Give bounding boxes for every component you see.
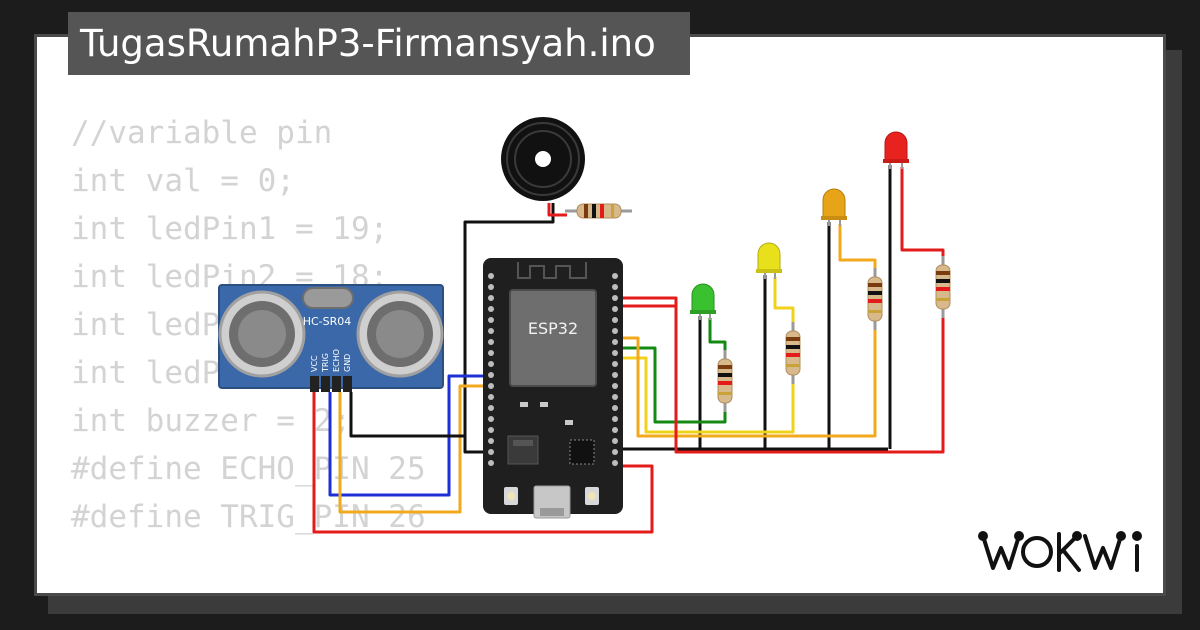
- wires: [312, 165, 945, 534]
- code-line: #define TRIG_PIN 26: [71, 499, 426, 535]
- code-line: int ledPin1 = 19;: [71, 211, 389, 247]
- buzzer[interactable]: [501, 117, 585, 201]
- code-line: //variable pin: [71, 115, 333, 151]
- pin-label-vcc: VCC: [310, 355, 319, 372]
- ultrasonic-transducer-right: [356, 290, 444, 378]
- project-title[interactable]: TugasRumahP3-Firmansyah.ino: [68, 12, 690, 75]
- resistor-yellow[interactable]: [785, 322, 801, 384]
- resistor-red[interactable]: [935, 256, 951, 318]
- wokwi-logo: [978, 531, 1142, 572]
- led-yellow[interactable]: [756, 242, 782, 279]
- ultrasonic-sensor[interactable]: HC-SR04 VCC TRIG ECHO GND: [218, 284, 444, 392]
- esp32-board[interactable]: ESP32: [483, 258, 623, 519]
- pin-label-echo: ECHO: [332, 349, 341, 372]
- ultrasonic-label: HC-SR04: [303, 315, 352, 328]
- pin-label-trig: TRIG: [321, 353, 330, 373]
- wire-led-red-anode: [900, 167, 945, 260]
- wire-res-red: [617, 296, 945, 454]
- esp32-pins: [488, 273, 618, 466]
- wire-hc-trig-blue: [328, 374, 495, 497]
- led-red[interactable]: [883, 131, 909, 169]
- led-green[interactable]: [690, 283, 716, 320]
- code-line: int buzzer = 2;: [71, 403, 351, 439]
- resistor-green[interactable]: [717, 350, 733, 412]
- wire-hc-echo-orange: [338, 384, 495, 514]
- wire-res-orange: [617, 325, 877, 438]
- wire-hc-gnd-black: [349, 392, 465, 438]
- wire-buzzer-red: [547, 203, 567, 217]
- esp32-label: ESP32: [528, 319, 578, 338]
- pin-label-gnd: GND: [343, 354, 352, 372]
- resistor-orange[interactable]: [867, 268, 883, 330]
- wire-hc-vcc-red: [312, 392, 654, 534]
- code-line: #define ECHO_PIN 25: [71, 451, 426, 487]
- wire-led-orange-anode: [838, 224, 877, 272]
- wire-res-green: [617, 346, 727, 424]
- code-line: int val = 0;: [71, 163, 295, 199]
- ultrasonic-transducer-left: [218, 290, 306, 378]
- resistor-buzzer[interactable]: [565, 203, 632, 219]
- wire-led-green-anode: [708, 318, 727, 352]
- led-orange[interactable]: [821, 188, 847, 226]
- wire-res-yellow: [617, 356, 795, 434]
- wire-led-yellow-anode: [773, 277, 795, 326]
